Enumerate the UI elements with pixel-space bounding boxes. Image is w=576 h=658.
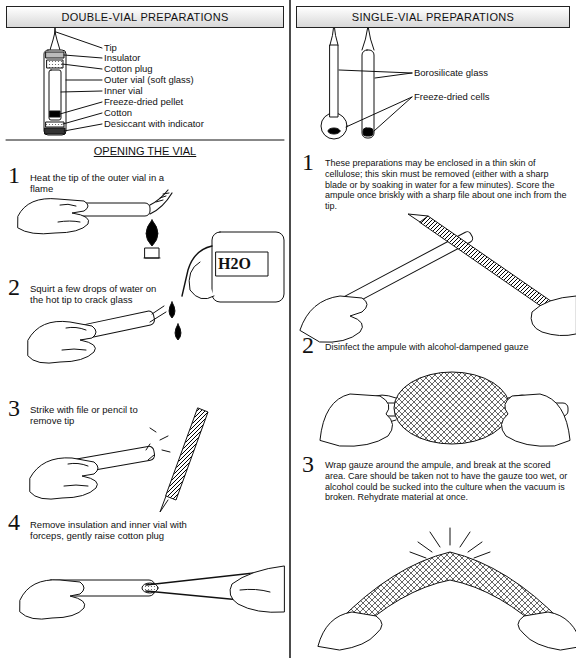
part-label: Freeze-dried cells	[414, 91, 564, 102]
heat-illustration	[18, 190, 172, 258]
step-text: Wrap gauze around the ampule, and break …	[325, 460, 570, 503]
header-band: DOUBLE-VIAL PREPARATIONS	[6, 6, 284, 28]
part-label: Cotton plug	[104, 63, 254, 74]
part-label: Outer vial (soft glass)	[104, 74, 254, 85]
step-text: Strike with file or pencil to remove tip	[30, 404, 160, 427]
divider	[289, 0, 291, 658]
part-label: Cotton	[104, 107, 254, 118]
step-number: 2	[8, 275, 30, 299]
step-number: 3	[302, 452, 324, 476]
step-number: 1	[8, 163, 30, 187]
step-number: 4	[8, 510, 30, 534]
part-label: Inner vial	[104, 85, 254, 96]
score-illustration	[300, 214, 576, 342]
break-illustration	[318, 528, 576, 650]
step-number: 2	[302, 333, 324, 357]
ampules	[321, 24, 412, 139]
section-heading: OPENING THE VIAL	[60, 145, 230, 158]
part-label: Tip	[104, 42, 254, 53]
bottle-label: H2O	[218, 254, 268, 275]
step-number: 1	[302, 150, 324, 174]
header-text: SINGLE-VIAL PREPARATIONS	[352, 11, 514, 23]
step-text: Squirt a few drops of water on the hot t…	[30, 283, 170, 306]
step-number: 3	[8, 396, 30, 420]
part-label: Desiccant with indicator	[104, 118, 254, 129]
part-label: Insulator	[104, 52, 254, 63]
step-text: These preparations may be enclosed in a …	[325, 158, 570, 212]
part-label: Freeze-dried pellet	[104, 96, 254, 107]
water-illustration	[28, 232, 284, 363]
step-text: Heat the tip of the outer vial in a flam…	[30, 172, 170, 195]
gauze-illustration	[320, 372, 570, 446]
header-text: DOUBLE-VIAL PREPARATIONS	[61, 11, 228, 23]
header-band: SINGLE-VIAL PREPARATIONS	[296, 6, 570, 28]
forceps-illustration	[20, 566, 284, 619]
part-label: Borosilicate glass	[414, 67, 564, 78]
rule	[6, 140, 284, 141]
step-text: Disinfect the ampule with alcohol-dampen…	[325, 342, 565, 353]
step-text: Remove insulation and inner vial with fo…	[30, 519, 205, 542]
vial-section	[44, 28, 102, 135]
